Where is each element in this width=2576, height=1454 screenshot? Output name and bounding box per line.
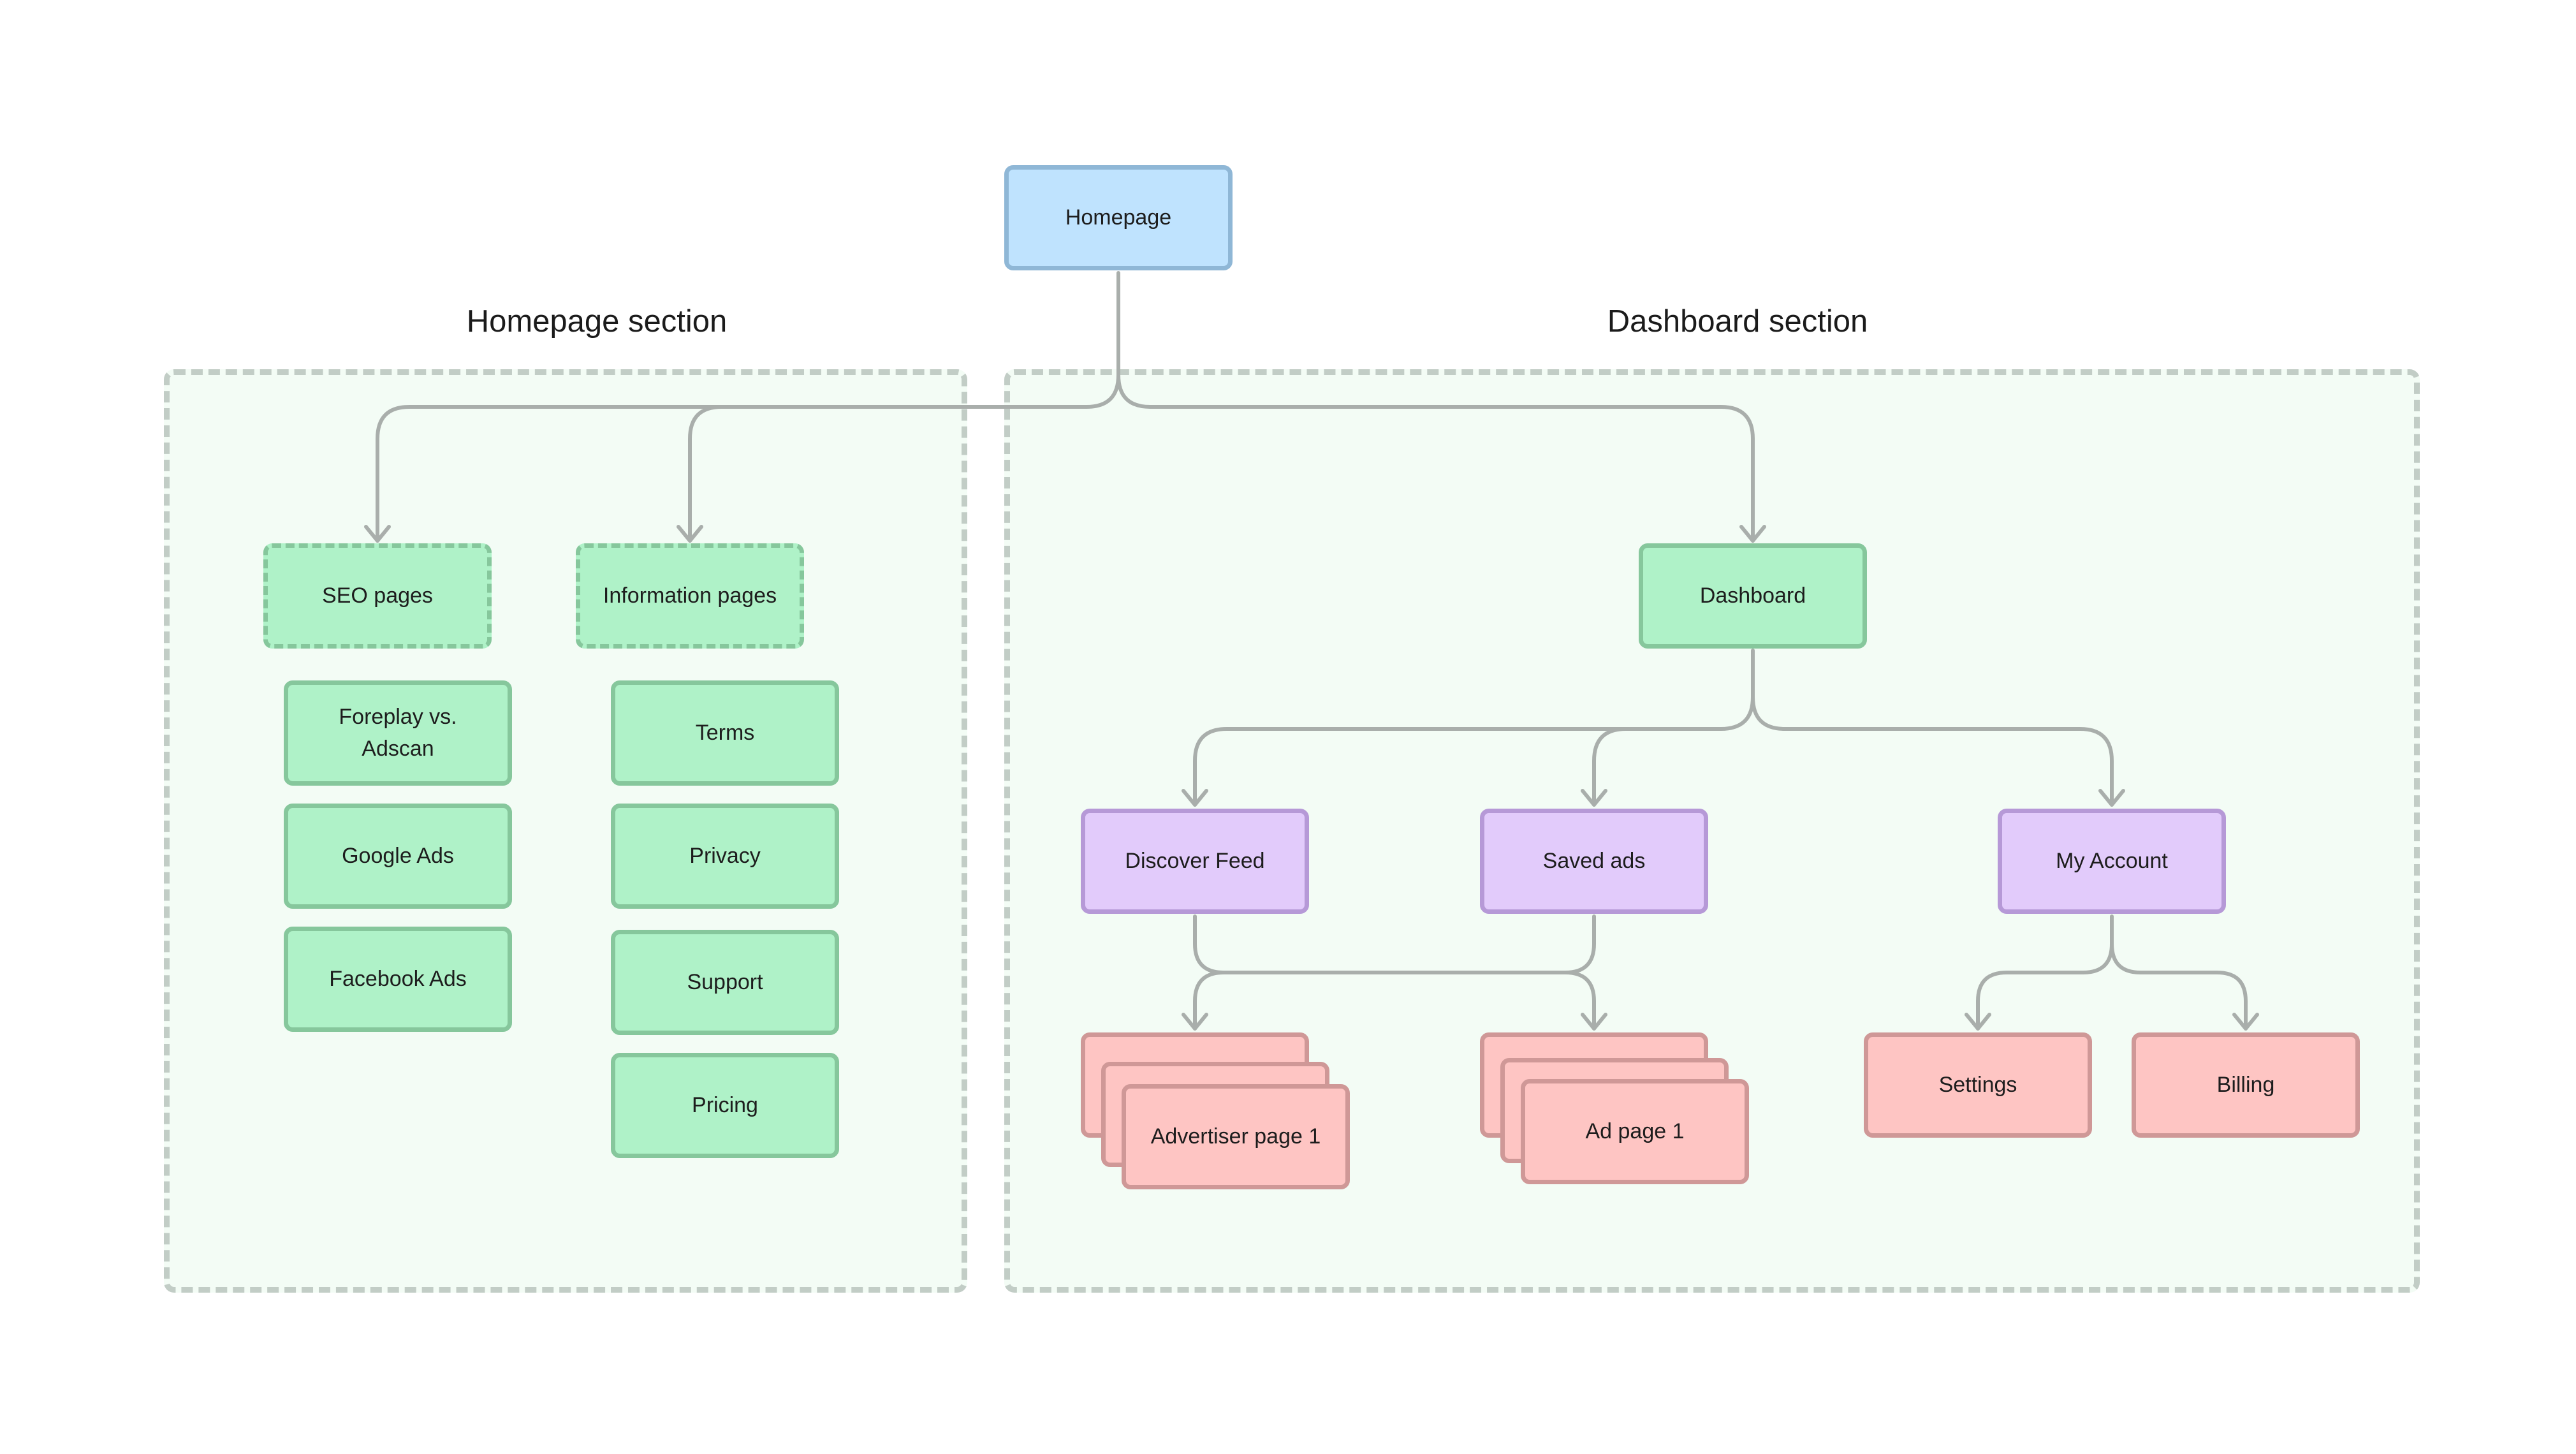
homepage-node-label: Homepage: [1065, 205, 1172, 230]
information-page-label: Support: [687, 969, 763, 994]
information-page-node: Terms: [611, 680, 839, 786]
seo-pages-node: SEO pages: [263, 543, 492, 649]
information-pages-label: Information pages: [603, 583, 777, 608]
information-pages-node: Information pages: [576, 543, 804, 649]
connector-homepage-info: [688, 405, 724, 543]
billing-label: Billing: [2216, 1072, 2275, 1097]
arrowhead-settings: [1965, 1013, 1991, 1031]
connector-saved-branch: [1193, 914, 1596, 1031]
ad-page-node: Ad page 1: [1521, 1079, 1749, 1184]
information-page-label: Terms: [695, 720, 755, 745]
connector-account-billing: [2110, 942, 2248, 1031]
seo-page-label: Facebook Ads: [329, 966, 467, 991]
dashboard-label: Dashboard: [1699, 583, 1806, 608]
my-account-label: My Account: [2056, 848, 2168, 873]
seo-page-label: Foreplay vs. Adscan: [339, 705, 457, 761]
connector-homepage-dashboard: [1116, 373, 1755, 543]
advertiser-page-node: Advertiser page 1: [1122, 1084, 1350, 1189]
connector-dashboard-discover: [1193, 649, 1755, 807]
information-page-node: Privacy: [611, 804, 839, 909]
arrowhead-ad-stack: [1581, 1013, 1607, 1031]
seo-page-node: Google Ads: [284, 804, 512, 909]
my-account-node: My Account: [1998, 809, 2226, 914]
ad-page-label: Ad page 1: [1585, 1119, 1685, 1143]
seo-page-node: Facebook Ads: [284, 927, 512, 1032]
seo-page-node: Foreplay vs. Adscan: [284, 680, 512, 786]
billing-node: Billing: [2132, 1032, 2360, 1138]
arrowhead-seo: [364, 525, 391, 543]
advertiser-page-label: Advertiser page 1: [1150, 1124, 1321, 1149]
arrowhead-discover: [1182, 789, 1208, 807]
homepage-node: Homepage: [1004, 165, 1233, 270]
connector-account-settings: [1976, 914, 2114, 1031]
information-page-label: Pricing: [692, 1092, 758, 1117]
arrowhead-saved: [1581, 789, 1607, 807]
discover-feed-label: Discover Feed: [1125, 848, 1265, 873]
connector-dashboard-saved: [1592, 727, 1628, 807]
arrowhead-billing: [2232, 1013, 2259, 1031]
information-page-label: Privacy: [689, 843, 761, 868]
arrowhead-dashboard: [1739, 525, 1766, 543]
discover-feed-node: Discover Feed: [1081, 809, 1309, 914]
dashboard-section-title: Dashboard section: [1607, 304, 1868, 339]
connector-dashboard-account: [1751, 695, 2114, 807]
seo-page-label: Google Ads: [342, 843, 454, 868]
information-page-node: Support: [611, 930, 839, 1035]
information-page-node: Pricing: [611, 1053, 839, 1158]
saved-ads-node: Saved ads: [1480, 809, 1708, 914]
saved-ads-label: Saved ads: [1542, 848, 1646, 873]
arrowhead-account: [2098, 789, 2125, 807]
connector-homepage-seo: [376, 271, 1120, 543]
dashboard-node: Dashboard: [1639, 543, 1867, 649]
settings-label: Settings: [1938, 1072, 2017, 1097]
arrowhead-info: [677, 525, 703, 543]
homepage-section-title: Homepage section: [466, 304, 728, 339]
settings-node: Settings: [1864, 1032, 2092, 1138]
seo-pages-label: SEO pages: [322, 583, 433, 608]
arrowhead-advertiser-stack: [1182, 1013, 1208, 1031]
